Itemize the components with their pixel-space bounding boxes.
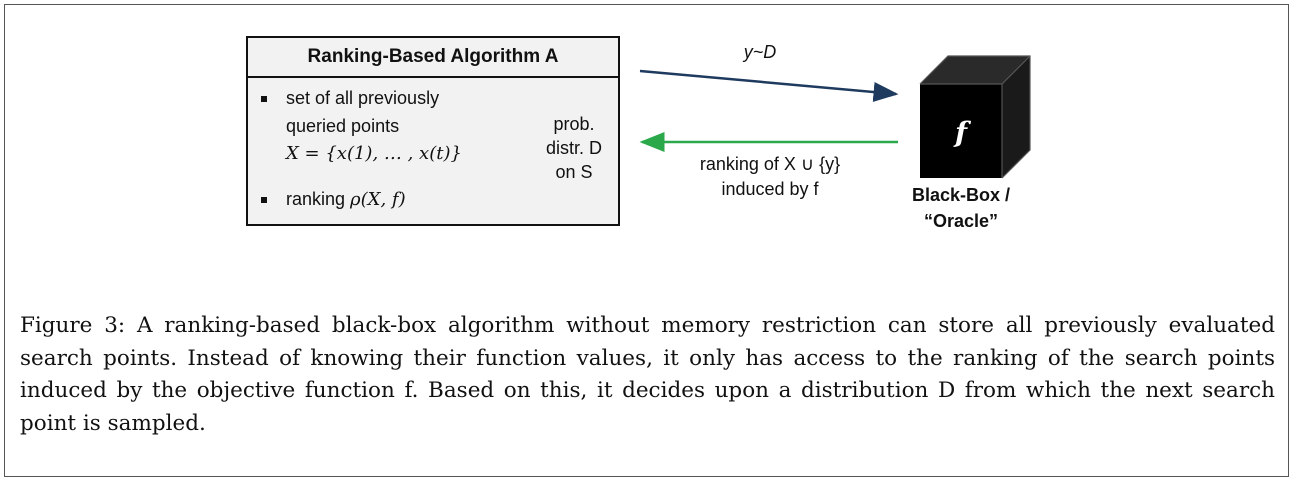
oracle-cube-icon xyxy=(919,55,1031,179)
bullet-1-math: X = {x(1), … , x(t)} xyxy=(286,143,462,164)
response-line-1: ranking of X ∪ {y} xyxy=(699,154,841,174)
algorithm-title: Ranking-Based Algorithm A xyxy=(248,38,618,78)
distribution-line-2: distr. D xyxy=(545,138,602,158)
algorithm-box: Ranking-Based Algorithm A set of all pre… xyxy=(246,36,620,226)
bullet-1: set of all previously queried points X =… xyxy=(286,86,462,166)
bullet-2: ranking ρ(X, f) xyxy=(286,187,406,212)
distribution-line-3: on S xyxy=(555,162,593,182)
bullet-marker xyxy=(261,197,267,203)
response-line-2: induced by f xyxy=(721,179,819,199)
distribution-label: prob. distr. D on S xyxy=(534,112,614,184)
bullet-2-math: ρ(X, f) xyxy=(350,189,406,210)
query-arrow xyxy=(639,69,899,102)
oracle-label-line-2: “Oracle” xyxy=(923,211,999,231)
oracle-label: Black-Box / “Oracle” xyxy=(896,182,1026,234)
bullet-marker xyxy=(261,96,267,102)
figure-caption: Figure 3: A ranking-based black-box algo… xyxy=(20,313,1275,436)
response-label: ranking of X ∪ {y} induced by f xyxy=(650,152,890,202)
bullet-1-line-2: queried points xyxy=(286,116,400,136)
query-label: y~D xyxy=(743,42,777,62)
distribution-line-1: prob. xyxy=(553,114,595,134)
bullet-2-text: ranking xyxy=(286,189,351,209)
oracle-label-line-1: Black-Box / xyxy=(911,185,1011,205)
bullet-1-line-1: set of all previously xyxy=(286,88,440,108)
figure-frame xyxy=(4,4,1289,477)
